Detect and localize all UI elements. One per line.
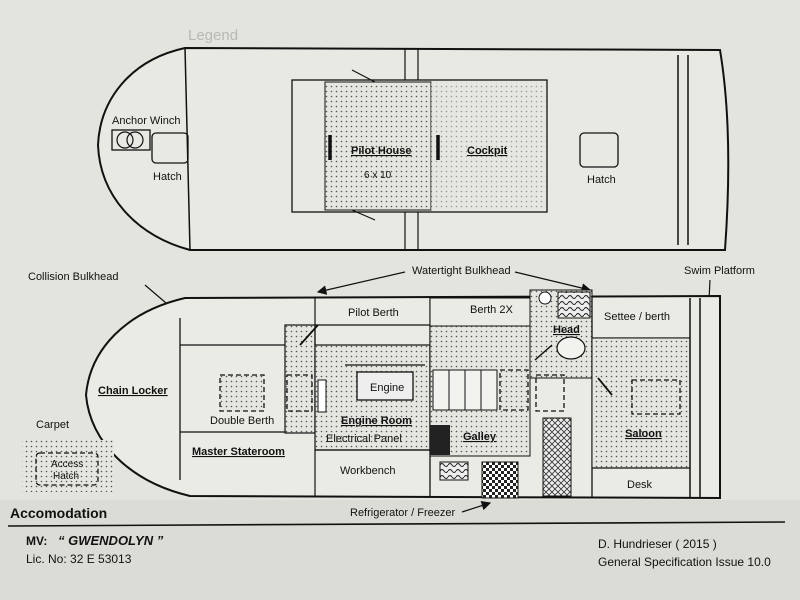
deck-plan: Anchor Winch Hatch Pilot House 6 x 10 Co… (96, 46, 730, 251)
saloon-hatch (631, 379, 681, 415)
galley-stove (430, 425, 450, 455)
pantry-column (542, 417, 572, 497)
swim-platform-label: Swim Platform (684, 265, 755, 277)
engine-room-label: Engine Room (341, 415, 412, 427)
author-line: D. Hundrieser ( 2015 ) (598, 537, 717, 551)
anchor-winch-drum-2 (126, 131, 144, 149)
pilot-house-label: Pilot House (351, 145, 412, 157)
licence-number: Lic. No: 32 E 53013 (26, 552, 132, 566)
master-stateroom-label: Master Stateroom (192, 446, 285, 458)
accommodation-plan: Double Berth Master Stateroom Chain Lock… (84, 289, 721, 500)
access-hatch-label-line2: Hatch (53, 471, 79, 482)
passage-hatch (286, 374, 313, 412)
cockpit-label: Cockpit (467, 145, 508, 157)
deck-brace-2 (351, 209, 376, 221)
cockpit-area (431, 82, 546, 210)
passage-area (284, 324, 316, 434)
settee-berth-label: Settee / berth (604, 311, 670, 323)
galley-label: Galley (463, 431, 497, 443)
spec-issue-line: General Specification Issue 10.0 (598, 555, 771, 569)
berth-2x-label: Berth 2X (470, 304, 513, 316)
galley-hatch (499, 369, 529, 411)
callouts: Collision Bulkhead Watertight Bulkhead S… (28, 265, 755, 519)
head-shower (557, 291, 591, 319)
collision-bulkhead-label: Collision Bulkhead (28, 271, 119, 283)
watertight-arrow-right (514, 271, 592, 293)
access-hatch-key (35, 452, 99, 486)
saloon-door (597, 377, 613, 396)
workbench-label: Workbench (340, 465, 395, 477)
saloon-label: Saloon (625, 428, 662, 440)
engine-block (356, 371, 414, 401)
deckhouse-outline (291, 79, 548, 213)
companionway-stairs (432, 369, 498, 411)
double-berth-label: Double Berth (210, 415, 274, 427)
anchor-winch-drum (116, 131, 134, 149)
desk-label: Desk (627, 479, 653, 491)
carpet-key: Carpet Access Hatch (22, 419, 114, 492)
pilot-berth-label: Pilot Berth (348, 307, 399, 319)
mv-prefix: MV: (26, 534, 47, 548)
aft-hatch-label: Hatch (587, 174, 616, 186)
stateroom-hatch (219, 374, 265, 412)
toilet-icon (556, 336, 586, 360)
anchor-winch-box (111, 129, 151, 151)
aft-hatch (579, 132, 619, 168)
carpet-label: Carpet (36, 419, 69, 431)
forward-hatch-label: Hatch (153, 171, 182, 183)
refrigerator-freezer-label: Refrigerator / Freezer (350, 507, 455, 519)
electrical-panel-box (317, 379, 327, 413)
head-label: Head (553, 324, 580, 336)
galley-sink (439, 461, 469, 481)
vessel-name: “ GWENDOLYN ” (58, 533, 164, 548)
access-hatch-label-line1: Access (51, 459, 83, 470)
head-door (534, 344, 553, 361)
title-rule (7, 521, 786, 527)
berth-2x-area (429, 297, 531, 327)
saloon-area (591, 337, 691, 469)
ghost-legend-text: Legend (188, 27, 238, 44)
chain-locker-label: Chain Locker (98, 385, 168, 397)
refrigerator-freezer-box (481, 461, 519, 499)
section-title: Accomodation (10, 505, 107, 521)
anchor-winch-label: Anchor Winch (112, 115, 180, 127)
watertight-bulkhead-label: Watertight Bulkhead (412, 265, 511, 277)
title-block: Accomodation MV: “ GWENDOLYN ” Lic. No: … (7, 505, 786, 569)
deck-brace-1 (351, 69, 376, 83)
electrical-panel-label: Electrical Panel (326, 433, 402, 445)
head-fixture-icon (538, 291, 552, 305)
engine-label: Engine (370, 382, 404, 394)
watertight-arrow-left (316, 271, 406, 295)
refrigerator-arrow (461, 501, 492, 513)
pilot-house-size-label: 6 x 10 (364, 170, 392, 181)
forward-hatch (151, 132, 189, 164)
